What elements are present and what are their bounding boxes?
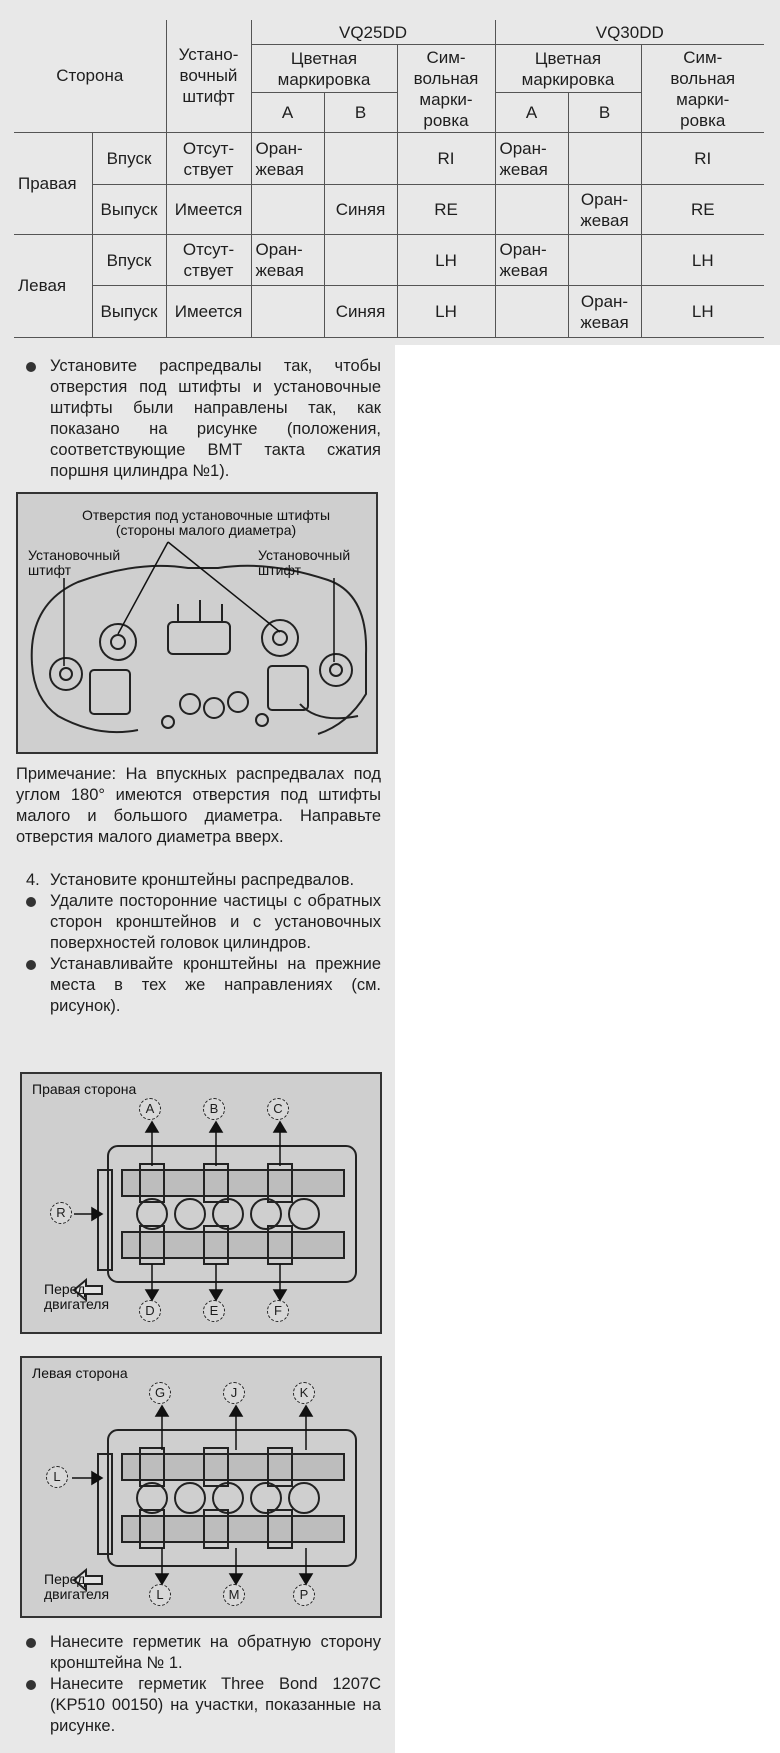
- side-right: Правая: [14, 131, 93, 235]
- header-vq30dd: VQ30DD: [494, 20, 765, 46]
- bullet-camshaft-position: Установите распредвалы так, чтобы отверс…: [26, 356, 381, 482]
- row-vq30-a: Оран- жевая: [494, 233, 569, 287]
- mark-j: J: [223, 1382, 245, 1404]
- mark-b: B: [203, 1098, 225, 1120]
- figure-right-side-brackets: Правая сторона A B C D E F R Перед двига…: [20, 1072, 382, 1334]
- mark-p: P: [293, 1584, 315, 1606]
- header-vq25-a: A: [251, 92, 325, 133]
- mark-k: K: [293, 1382, 315, 1404]
- header-vq25dd: VQ25DD: [250, 20, 496, 46]
- figure-title-right: Правая сторона: [32, 1081, 137, 1097]
- right-head-drawing: [72, 1120, 357, 1303]
- row-vq30-sym: LH: [640, 233, 765, 287]
- mark-a: A: [139, 1098, 161, 1120]
- row-vq30-sym: RE: [640, 184, 765, 235]
- row-vq25-b: Синяя: [323, 184, 398, 235]
- label-dowel-pin-left: Установочный штифт: [28, 547, 121, 578]
- row-vq30-b: [567, 233, 642, 287]
- row-vq30-b: Оран- жевая: [567, 184, 642, 235]
- header-vq25-b: B: [323, 92, 398, 133]
- row-vq25-a: Оран- жевая: [250, 131, 325, 186]
- mark-g: G: [149, 1382, 171, 1404]
- header-vq30-symbol: Сим- вольная марки- ровка: [640, 44, 765, 133]
- row-type: Выпуск: [92, 285, 167, 338]
- mark-r: R: [50, 1202, 72, 1224]
- mark-d: D: [139, 1300, 161, 1322]
- mark-c: C: [267, 1098, 289, 1120]
- header-vq30-a: A: [494, 92, 569, 133]
- row-type: Впуск: [91, 131, 167, 186]
- row-vq25-b: [323, 233, 398, 287]
- camshaft-marking-table: Сторона Устано- вочный штифт VQ25DD VQ30…: [14, 20, 765, 339]
- header-vq25-symbol: Сим- вольная марки- ровка: [396, 44, 496, 133]
- bullet-sealant-bracket-1: Нанесите герметик на обратную сторону кр…: [26, 1632, 381, 1674]
- label-engine-front: Перед двигателя: [44, 1281, 110, 1312]
- engine-top-drawing: [30, 541, 368, 735]
- row-vq30-a: [494, 184, 569, 235]
- row-pin: Имеется: [165, 184, 252, 235]
- row-vq25-sym: LH: [396, 285, 496, 338]
- row-vq25-sym: RE: [396, 184, 496, 235]
- label-dowel-holes: Отверстия под установочные штифты (сторо…: [81, 507, 331, 538]
- label-dowel-pin-right: Установочный штифт: [258, 547, 351, 578]
- step-4-text: Установите кронштейны распредвалов.: [50, 871, 355, 889]
- row-vq25-sym: RI: [396, 131, 496, 186]
- row-vq25-a: Оран- жевая: [250, 233, 325, 287]
- row-vq25-sym: LH: [396, 233, 496, 287]
- step-number: 4.: [26, 871, 40, 889]
- row-type: Выпуск: [92, 184, 167, 235]
- left-head-drawing: [72, 1404, 357, 1593]
- header-side: Сторона: [14, 20, 167, 133]
- row-vq25-b: [323, 131, 398, 186]
- header-vq30-b: B: [567, 92, 641, 133]
- figure-left-side-brackets: Левая сторона G J K L M P L Перед двигат…: [20, 1356, 382, 1618]
- row-vq30-a: Оран- жевая: [494, 131, 569, 186]
- bullet-install-brackets: Устанавливайте кронштейны на прежние мес…: [26, 954, 381, 1017]
- mark-e: E: [203, 1300, 225, 1322]
- header-vq25-color: Цветная маркировка: [251, 44, 398, 94]
- mark-m: M: [223, 1584, 245, 1606]
- step-4: 4. Установите кронштейны распредвалов.: [26, 870, 381, 891]
- row-vq30-b: [567, 131, 642, 186]
- side-left: Левая: [14, 233, 93, 339]
- mark-f: F: [267, 1300, 289, 1322]
- row-pin: Отсут- ствует: [165, 233, 252, 287]
- row-vq30-b: Оран- жевая: [567, 285, 642, 338]
- instruction-block-3: Нанесите герметик на обратную сторону кр…: [26, 1632, 381, 1737]
- row-pin: Отсут- ствует: [165, 131, 252, 186]
- bullet-clean-brackets: Удалите посторонние частицы с обратных с…: [26, 891, 381, 954]
- row-vq25-a: [250, 184, 325, 235]
- mark-l-side: L: [46, 1466, 68, 1488]
- note-text: Примечание: На впускных распредвалах под…: [16, 765, 381, 846]
- figure-title-left: Левая сторона: [32, 1365, 128, 1381]
- row-vq30-a: [494, 285, 569, 338]
- row-vq30-sym: LH: [640, 285, 765, 338]
- label-engine-front: Перед двигателя: [44, 1571, 110, 1602]
- row-vq25-a: [250, 285, 325, 338]
- mark-l-bottom: L: [149, 1584, 171, 1606]
- header-pin: Устано- вочный штифт: [165, 20, 252, 133]
- header-vq30-color: Цветная маркировка: [494, 44, 642, 94]
- instruction-block-1: Установите распредвалы так, чтобы отверс…: [26, 356, 381, 482]
- row-pin: Имеется: [165, 285, 252, 338]
- row-vq30-sym: RI: [640, 131, 765, 186]
- instruction-block-2: 4. Установите кронштейны распредвалов. У…: [26, 870, 381, 1017]
- row-type: Впуск: [91, 233, 167, 287]
- figure-camshaft-dowel-pins: Отверстия под установочные штифты (сторо…: [16, 492, 378, 754]
- row-vq25-b: Синяя: [323, 285, 398, 338]
- bullet-sealant-three-bond: Нанесите герметик Three Bond 1207C (KP51…: [26, 1674, 381, 1737]
